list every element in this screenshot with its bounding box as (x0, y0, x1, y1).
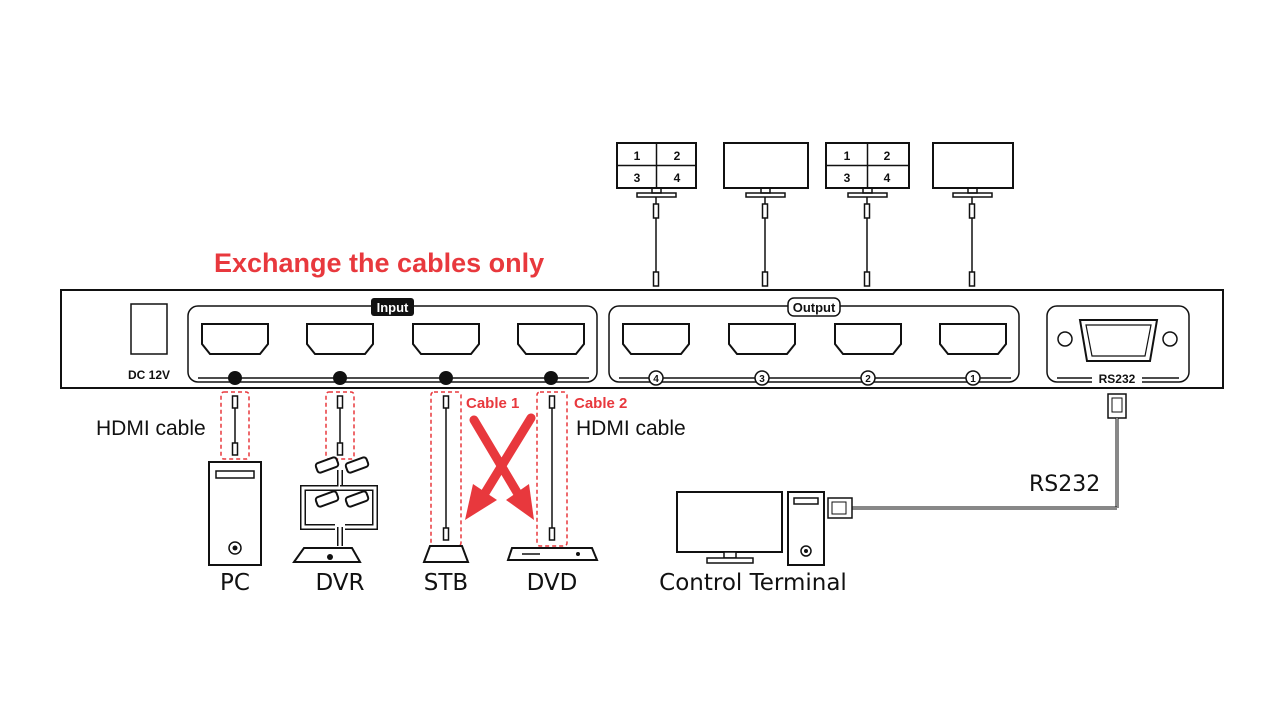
control-terminal-icon (676, 491, 825, 566)
input-cables (220, 391, 568, 547)
hdmi-cable-label-right: HDMI cable (576, 417, 686, 440)
rs232-cable-label: RS232 (1029, 472, 1100, 497)
output-cable-1 (652, 197, 660, 287)
output-cables (652, 197, 976, 287)
monitor-1: 1 2 3 4 (616, 142, 697, 198)
dvr-cable (325, 391, 355, 460)
rs232-screw-right (1162, 331, 1178, 347)
dvd-label: DVD (527, 570, 578, 596)
rs232-cable (827, 393, 1127, 519)
monitor-3-quad-2: 2 (884, 149, 891, 163)
output-number-3: 3 (754, 370, 770, 386)
dc-label: DC 12V (128, 368, 170, 382)
input-port-4 (201, 323, 269, 355)
rs232-port-label: RS232 (1099, 372, 1136, 386)
stb-label: STB (424, 570, 468, 596)
dvr-icon (292, 456, 378, 563)
dvr-label: DVR (315, 570, 364, 596)
input-port-1 (517, 323, 585, 355)
monitor-1-quad-4: 4 (674, 171, 681, 185)
output-cable-4 (968, 197, 976, 287)
pc-cable (220, 391, 250, 460)
input-port-2 (412, 323, 480, 355)
output-label: Output (793, 300, 836, 315)
pc-label: PC (220, 570, 250, 596)
input-number-2: 2 (439, 371, 453, 385)
monitor-1-quad-1: 1 (634, 149, 641, 163)
output-number-2: 2 (860, 370, 876, 386)
hdmi-cable-label-left: HDMI cable (96, 417, 206, 440)
monitor-3-quad-3: 3 (844, 171, 851, 185)
output-port-4 (622, 323, 690, 355)
output-cable-2 (761, 197, 769, 287)
monitor-4 (932, 142, 1014, 198)
input-port-3 (306, 323, 374, 355)
svg-text:2: 2 (443, 374, 449, 385)
exchange-arrows (465, 413, 536, 520)
camera-icon (314, 456, 370, 508)
rs232-screw-left (1057, 331, 1073, 347)
output-cable-3 (863, 197, 871, 287)
cable-1-label: Cable 1 (466, 395, 519, 412)
svg-text:4: 4 (232, 374, 238, 385)
monitor-3-quad-4: 4 (884, 171, 891, 185)
output-number-1: 1 (965, 370, 981, 386)
svg-text:1: 1 (970, 374, 976, 385)
svg-text:3: 3 (337, 374, 343, 385)
output-number-4: 4 (648, 370, 664, 386)
input-label-badge (371, 298, 414, 316)
stb-icon (422, 545, 470, 563)
matrix-switcher: DC 12V Input 4 3 2 1 Output (60, 289, 1224, 389)
input-label: Input (377, 300, 409, 315)
svg-text:2: 2 (865, 374, 871, 385)
monitor-1-quad-2: 2 (674, 149, 681, 163)
output-port-3 (728, 323, 796, 355)
pc-icon (208, 461, 262, 566)
heading-text: Exchange the cables only (214, 248, 544, 278)
output-port-2 (834, 323, 902, 355)
cable-2-label: Cable 2 (574, 395, 627, 412)
monitor-3-quad-1: 1 (844, 149, 851, 163)
svg-text:3: 3 (759, 374, 765, 385)
input-number-4: 4 (228, 371, 242, 385)
svg-text:1: 1 (548, 374, 554, 385)
output-port-1 (939, 323, 1007, 355)
dc-power-port (130, 303, 168, 355)
control-terminal-label: Control Terminal (659, 570, 847, 596)
rs232-port (1078, 319, 1159, 362)
input-number-3: 3 (333, 371, 347, 385)
output-label-badge (787, 297, 841, 317)
monitor-2 (723, 142, 809, 198)
input-number-1: 1 (544, 371, 558, 385)
dvd-icon (506, 547, 599, 561)
monitor-3: 1 2 3 4 (825, 142, 910, 198)
stb-cable (430, 391, 462, 547)
svg-text:4: 4 (653, 374, 659, 385)
dvd-cable (536, 391, 568, 547)
monitor-1-quad-3: 3 (634, 171, 641, 185)
